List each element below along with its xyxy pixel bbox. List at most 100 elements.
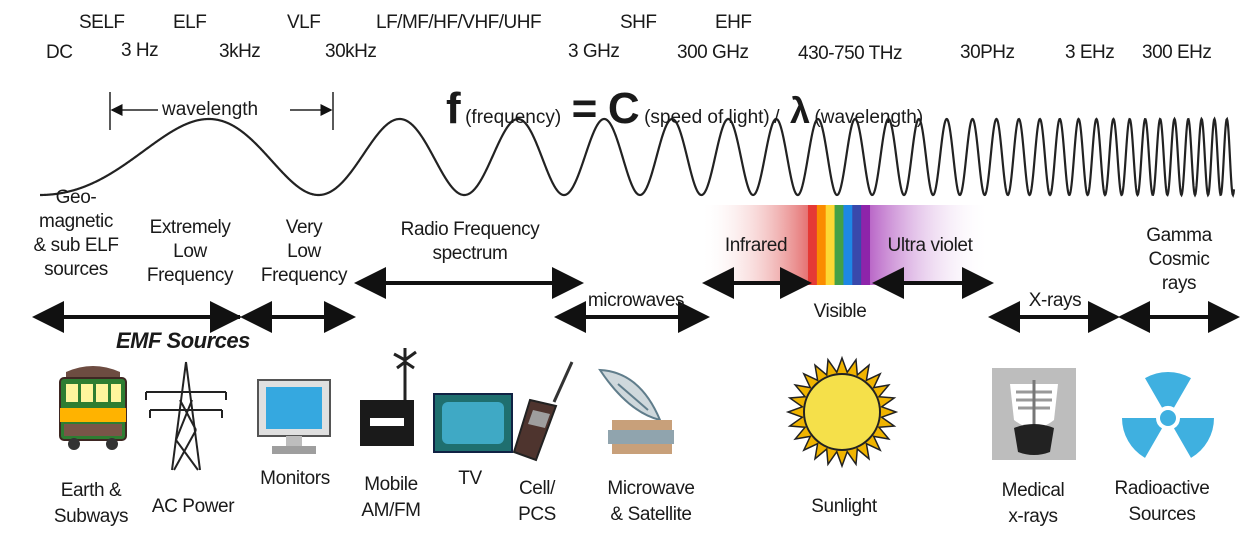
spectrum-stripe [861, 205, 871, 285]
source-microwave: Microwave & Satellite [586, 476, 716, 528]
category-line: Radio Frequency [400, 219, 540, 240]
frequency-label: 3 GHz [568, 41, 620, 62]
spectrum-stripe [852, 205, 862, 285]
source-line: Cell/ [518, 478, 555, 499]
wavelength-label: wavelength [162, 99, 259, 120]
satellite-dish-icon [598, 368, 674, 454]
tram-icon [59, 366, 127, 450]
source-earth: Earth & Subways [36, 478, 146, 530]
formula-f: f [446, 84, 461, 133]
source-cell: Cell/ PCS [502, 476, 572, 528]
power-pylon-icon [145, 361, 227, 471]
category-infrared: Infrared [724, 235, 788, 256]
category-elf: Extremely Low Frequency [134, 216, 246, 288]
band-label: VLF [287, 12, 321, 33]
source-sunlight: Sunlight [786, 494, 902, 520]
frequency-label: 30kHz [325, 41, 377, 62]
frequency-label: 3kHz [219, 41, 261, 62]
cell-phone-icon [512, 361, 574, 462]
formula-equals: = [571, 84, 598, 133]
spectrum-stripe [843, 205, 853, 285]
source-ac-power: AC Power [138, 494, 248, 520]
visible-spectrum [808, 205, 871, 285]
category-radio: Radio Frequency spectrum [370, 218, 570, 266]
em-wave [40, 116, 1236, 198]
frequency-label: 300 EHz [1142, 42, 1212, 63]
source-line: AM/FM [361, 500, 421, 521]
category-microwaves: microwaves [587, 290, 685, 311]
formula-lambda-note: (wavelength) [814, 107, 924, 128]
formula-slash: / [774, 107, 780, 128]
spectrum-stripe [825, 205, 836, 285]
band-label: EHF [715, 12, 752, 33]
spectrum-stripe [808, 205, 818, 285]
source-line: Medical [1001, 480, 1065, 501]
source-line: Radioactive [1114, 478, 1210, 499]
source-line: AC Power [151, 496, 235, 517]
sun-icon [785, 355, 899, 469]
category-line: Very [285, 217, 323, 238]
source-monitors: Monitors [240, 466, 350, 492]
xray-icon [992, 368, 1076, 460]
source-line: Subways [53, 506, 129, 527]
source-radioactive: Radioactive Sources [1102, 476, 1222, 528]
source-line: Microwave [607, 478, 695, 499]
frequency-label: 3 Hz [121, 40, 159, 61]
emf-sources-title: EMF Sources [116, 328, 250, 353]
source-line: PCS [518, 504, 556, 525]
category-line: spectrum [432, 243, 508, 264]
source-mobile: Mobile AM/FM [346, 472, 436, 524]
formula-c-note: (speed of light) [644, 107, 770, 128]
source-line: & Satellite [610, 504, 692, 525]
category-visible: Visible [813, 301, 867, 322]
spectrum-stripe [816, 205, 827, 285]
category-line: Cosmic [1148, 249, 1210, 270]
monitor-icon [257, 379, 331, 454]
formula: f (frequency) = C (speed of light) / λ (… [446, 84, 923, 134]
band-label: SHF [620, 12, 657, 33]
range-arrows [32, 267, 1240, 333]
band-label: LF/MF/HF/VHF/UHF [376, 12, 542, 33]
category-line: magnetic [39, 211, 113, 232]
frequency-label: 430-750 THz [798, 43, 903, 64]
source-line: Sources [1128, 504, 1196, 525]
band-label: SELF [79, 12, 125, 33]
source-line: Mobile [364, 474, 418, 495]
frequency-label: DC [46, 42, 73, 63]
band-label: ELF [173, 12, 207, 33]
frequency-label: 300 GHz [677, 42, 749, 63]
category-line: Extremely [149, 217, 231, 238]
category-line: Gamma [1146, 225, 1212, 246]
spectrum-stripe [834, 205, 844, 285]
category-gamma: Gamma Cosmic rays [1124, 224, 1234, 296]
source-line: TV [458, 468, 482, 489]
category-vlf: Very Low Frequency [250, 216, 358, 288]
category-line: sources [44, 259, 108, 280]
source-line: Sunlight [811, 496, 877, 517]
category-geomagnetic: Geo- magnetic & sub ELF sources [22, 186, 130, 282]
radiation-icon [1122, 371, 1214, 458]
category-line: Frequency [146, 265, 234, 286]
category-line: Low [287, 241, 321, 262]
category-ultraviolet: Ultra violet [887, 235, 973, 256]
category-line: Low [173, 241, 207, 262]
source-line: x-rays [1008, 506, 1058, 527]
frequency-label: 30PHz [960, 42, 1015, 63]
formula-f-note: (frequency) [465, 107, 562, 128]
category-line: rays [1161, 273, 1197, 294]
category-line: & sub ELF [33, 235, 119, 256]
source-medical: Medical x-rays [978, 478, 1088, 530]
tv-icon [433, 393, 513, 453]
radio-icon [360, 348, 417, 446]
source-tv: TV [440, 466, 500, 492]
frequency-label: 3 EHz [1065, 42, 1115, 63]
source-line: Earth & [60, 480, 122, 501]
category-xrays: X-rays [1028, 290, 1082, 311]
wavelength-indicator [109, 92, 334, 130]
formula-lambda: λ [789, 90, 810, 131]
category-line: Frequency [260, 265, 348, 286]
source-line: Monitors [260, 468, 330, 489]
category-line: Geo- [55, 187, 97, 208]
formula-c: C [607, 84, 640, 133]
